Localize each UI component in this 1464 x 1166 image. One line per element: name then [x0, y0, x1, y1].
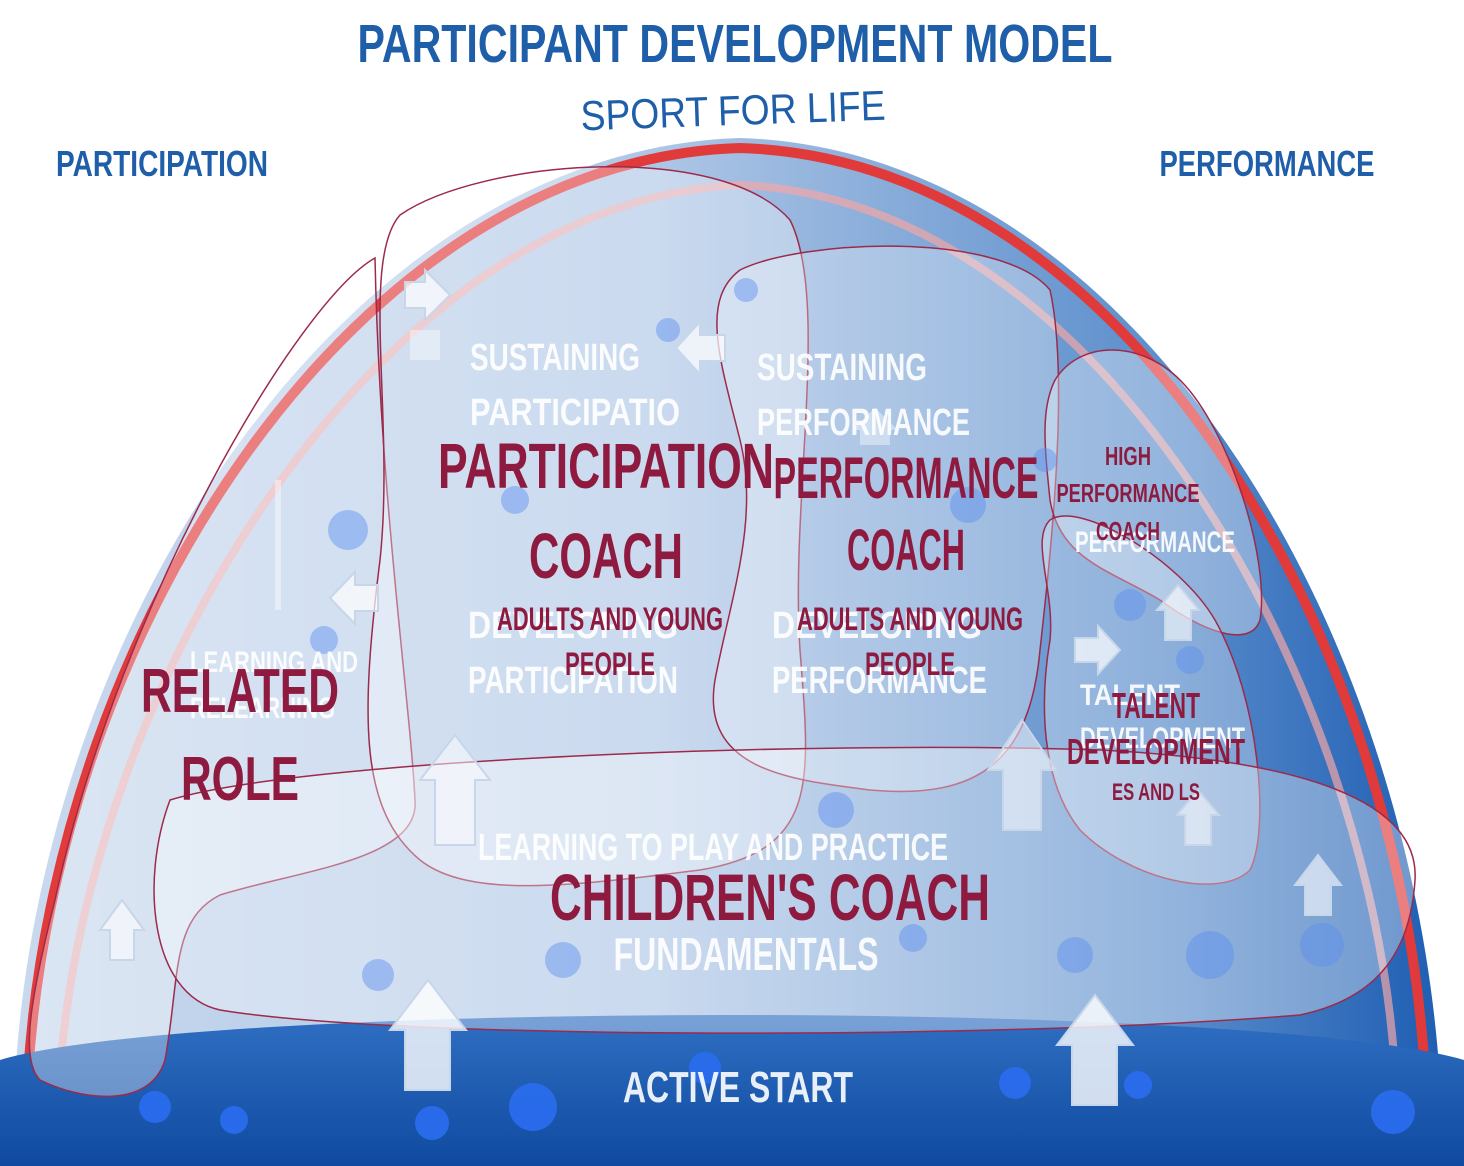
stage-sustaining-performance-2: PERFORMANCE	[757, 402, 970, 444]
left-arrow-icon	[328, 319, 726, 627]
talent-development-shape	[1041, 515, 1261, 885]
faint-bubble-icon	[310, 278, 1344, 991]
high-performance-shape	[1044, 349, 1263, 636]
stage-sustaining-participation-1: SUSTAINING	[470, 337, 640, 379]
coach-related-2: ROLE	[181, 745, 299, 814]
coach-participation-sub-2: PEOPLE	[565, 646, 655, 682]
dome-red-rim	[23, 142, 1430, 1076]
title: PARTICIPANT DEVELOPMENT MODEL	[358, 14, 1113, 74]
coach-high-performance-3: COACH	[1096, 516, 1160, 546]
performance-label: PERFORMANCE	[1160, 143, 1375, 184]
participation-label: PARTICIPATION	[56, 143, 268, 184]
stage-learning-to-play: LEARNING TO PLAY AND PRACTICE	[478, 827, 948, 869]
stage-high-performance: PERFORMANCE	[1075, 526, 1235, 559]
stage-talent-development-1: TALENT	[1080, 679, 1180, 712]
related-role-shape	[28, 256, 416, 1098]
coach-talent-2: DEVELOPMENT	[1067, 731, 1245, 772]
right-arrow-icon	[404, 267, 1122, 677]
stage-sustaining-performance-1: SUSTAINING	[757, 347, 927, 389]
stage-fundamentals: FUNDAMENTALS	[614, 928, 879, 980]
coach-high-performance-2: PERFORMANCE	[1057, 478, 1200, 508]
performance-coach-shape	[712, 245, 1060, 793]
coach-children: CHILDREN'S COACH	[550, 860, 990, 934]
stage-developing-performance-1: DEVELOPING	[772, 605, 982, 647]
coach-talent-sub: ES AND LS	[1112, 779, 1200, 806]
stage-learning-relearning-2: RELEARNING	[190, 692, 335, 725]
coach-performance-sub-2: PEOPLE	[865, 646, 955, 682]
up-arrow-icon	[98, 583, 1344, 1106]
coach-participation-1: PARTICIPATION	[438, 430, 774, 502]
stage-active-start: ACTIVE START	[623, 1063, 853, 1112]
stage-talent-development-2: DEVELOPMENT	[1080, 722, 1245, 755]
coach-high-performance-1: HIGH	[1105, 441, 1151, 471]
coach-participation-sub-1: ADULTS AND YOUNG	[497, 601, 723, 637]
coach-performance-sub-1: ADULTS AND YOUNG	[797, 601, 1023, 637]
stage-developing-participation-1: DEVELOPING	[468, 605, 678, 647]
stage-developing-performance-2: PERFORMANCE	[772, 660, 987, 702]
coach-talent-1: TALENT	[1112, 685, 1200, 726]
stage-learning-relearning-1: LEARNING AND	[190, 646, 358, 679]
coach-performance-1: PERFORMANCE	[774, 446, 1039, 511]
coach-participation-2: COACH	[529, 520, 683, 592]
stage-sustaining-participation-2: PARTICIPATIO	[470, 392, 680, 434]
coach-performance-2: COACH	[847, 518, 965, 583]
subtitle: SPORT FOR LIFE	[580, 82, 886, 140]
dome-inner-rim	[56, 180, 1399, 1071]
stage-developing-participation-2: PARTICIPATION	[468, 660, 678, 702]
faint-arrow-icon	[275, 330, 898, 610]
coach-related-1: RELATED	[141, 657, 339, 726]
bubble-icon	[139, 1052, 1415, 1140]
